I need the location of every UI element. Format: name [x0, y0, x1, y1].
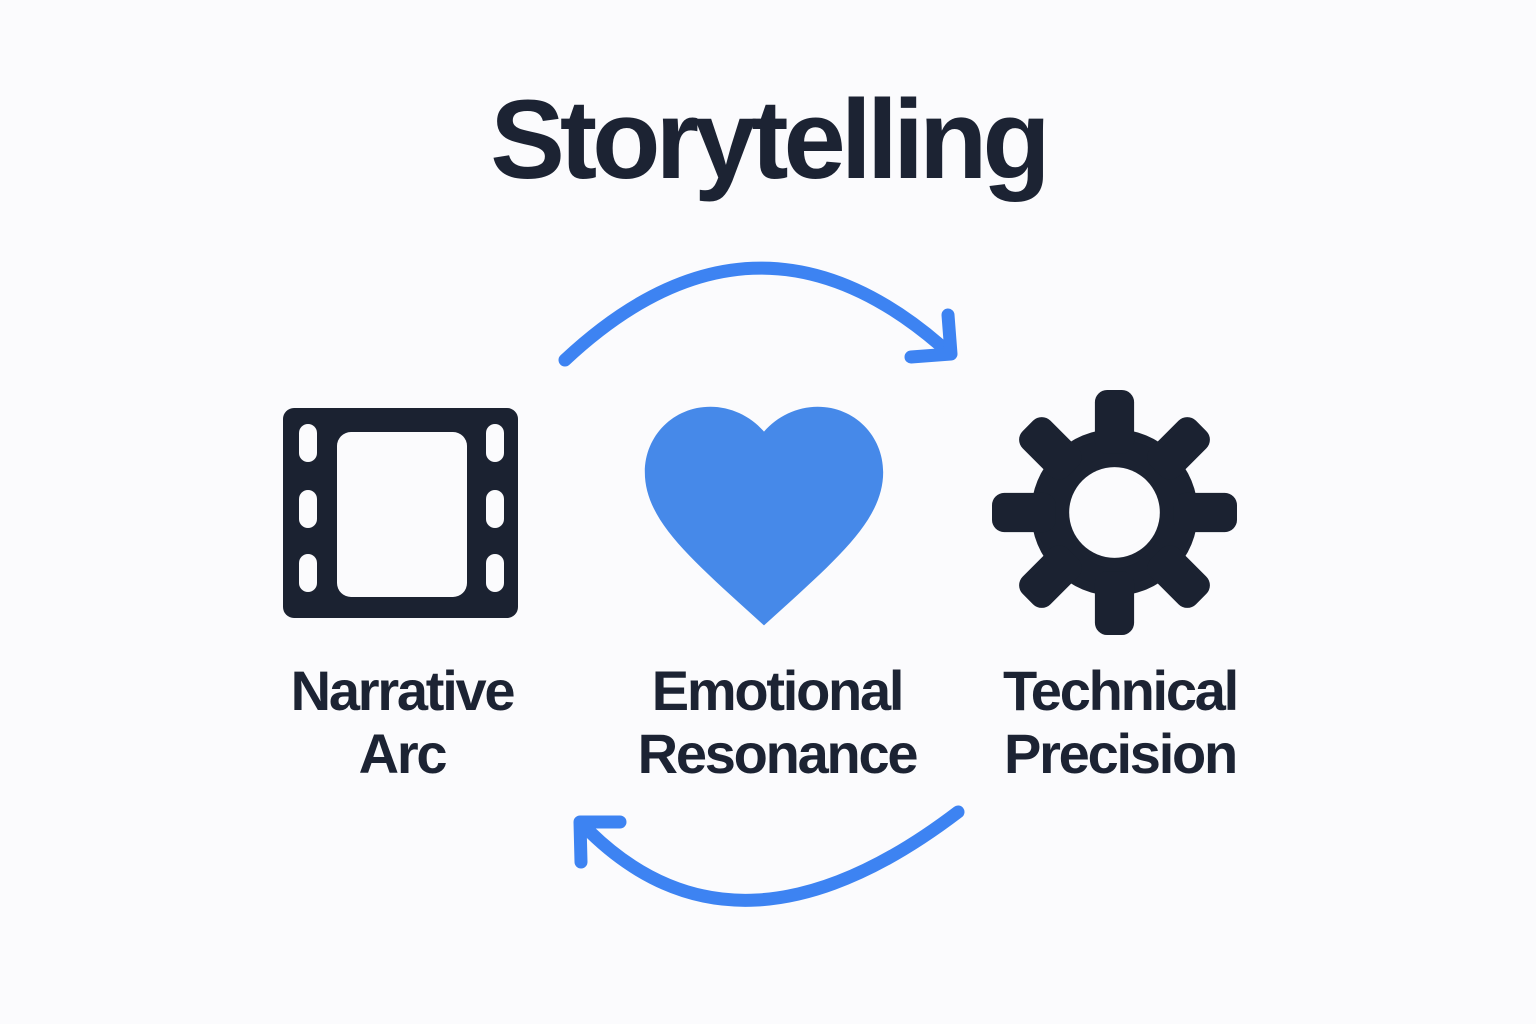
cycle-arrow-top-icon: [558, 261, 958, 367]
gear-icon: [992, 390, 1237, 635]
cycle-arrow-bottom-icon: [573, 805, 965, 907]
label-technical-precision: Technical Precision: [1002, 659, 1239, 785]
label-narrative-arc: Narrative Arc: [290, 659, 516, 785]
heart-icon: [644, 406, 884, 626]
film-strip-icon: [283, 408, 518, 618]
page-title: Storytelling: [490, 77, 1051, 202]
label-emotional-resonance: Emotional Resonance: [637, 659, 919, 785]
